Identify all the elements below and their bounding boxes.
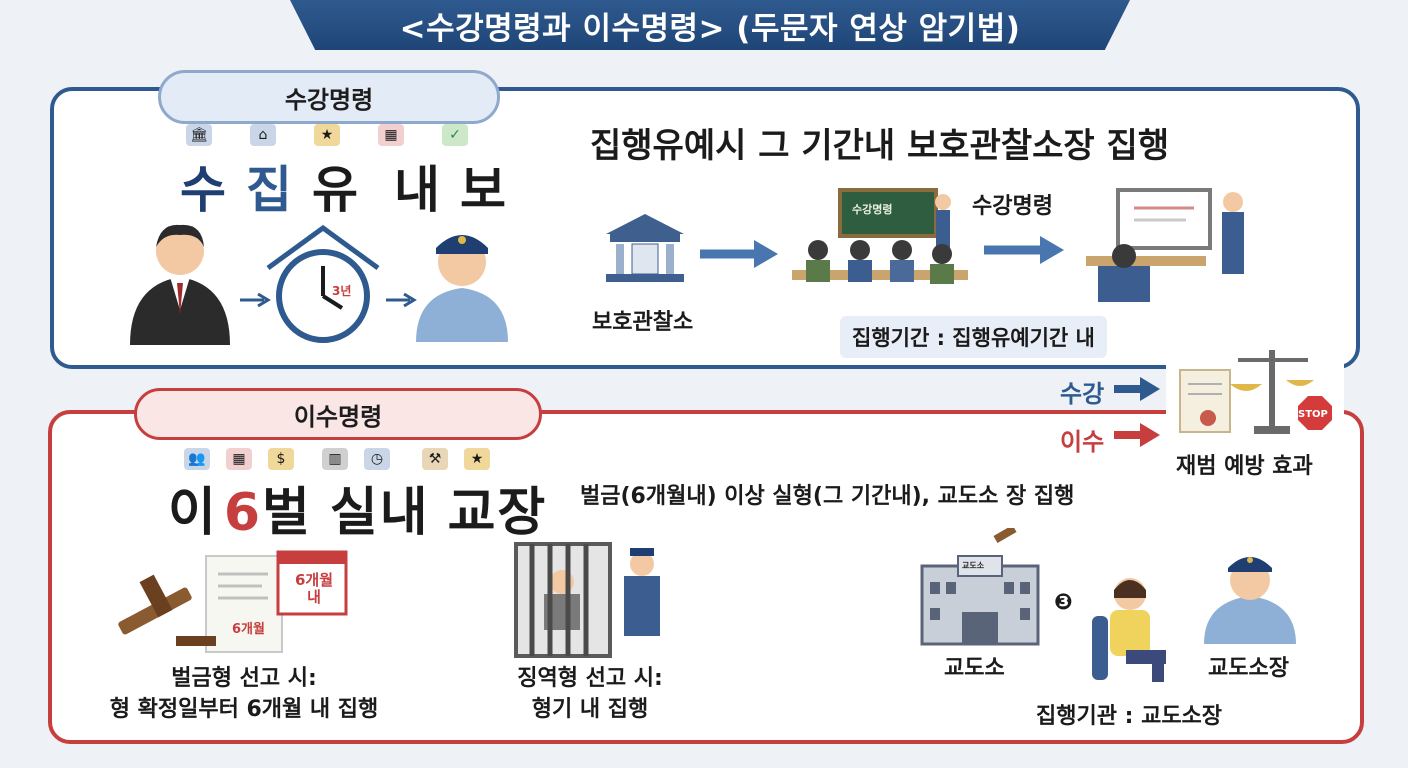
clock-icon — [266, 224, 380, 343]
arrow-icon — [240, 292, 271, 308]
probation-office-icon — [606, 214, 684, 282]
top-icon-row: 🏛 ⌂ ★ ▦ ✓ — [186, 124, 468, 146]
completion-side-label: 이수 — [1060, 428, 1105, 456]
course-period-label: 집행기간 : 집행유예기간 내 — [852, 326, 1095, 350]
mnemonic-char: 보 — [460, 161, 508, 219]
scale-icon — [1179, 350, 1332, 434]
meeting-icon: 👥 — [184, 448, 210, 470]
course-arrow-label: 수강명령 — [972, 194, 1053, 219]
person-illustration — [1092, 578, 1166, 682]
probation-office-label: 보호관찰소 — [592, 310, 694, 335]
house-icon: ⌂ — [250, 124, 276, 146]
officer-illustration — [416, 235, 508, 342]
arrow-icon — [1114, 423, 1160, 447]
classroom-illustration — [792, 188, 968, 284]
board-text: 수강명령 — [852, 203, 893, 216]
completion-order-pill: 이수명령 — [134, 388, 542, 440]
shield-check-icon: ✓ — [442, 124, 468, 146]
course-side-label: 수강 — [1060, 380, 1105, 408]
fine-caption-line: 형 확정일부터 6개월 내 집행 — [109, 696, 379, 722]
counseling-illustration — [1086, 188, 1244, 302]
arrow-icon — [984, 236, 1064, 264]
judge-illustration — [130, 224, 230, 345]
clock-label: 3년 — [332, 284, 352, 298]
mnemonic-char: 내 — [379, 483, 430, 543]
title-banner: <수강명령과 이수명령> (두문자 연상 암기법) — [290, 0, 1130, 50]
calendar-icon: ▦ — [226, 448, 252, 470]
arrow-icon — [700, 240, 778, 268]
bottom-icon-row: 👥 ▦ $ ▥ ◷ ⚒ ★ — [184, 448, 490, 470]
mnemonic-char: 집 — [246, 161, 294, 219]
course-period-box: 집행기간 : 집행유예기간 내 — [840, 316, 1107, 358]
calendar-icon: ▦ — [378, 124, 404, 146]
money-bag-icon: $ — [268, 448, 294, 470]
calendar-text: 6개월 내 — [294, 571, 334, 606]
course-headline: 집행유예시 그 기간내 보호관찰소장 집행 — [590, 126, 1170, 166]
jail-illustration — [514, 542, 660, 658]
badge-icon: ★ — [464, 448, 490, 470]
badge-icon: ★ — [314, 124, 340, 146]
mnemonic-char: 6 — [223, 483, 263, 543]
court-icon: 🏛 — [186, 124, 212, 146]
page-title: <수강명령과 이수명령> (두문자 연상 암기법) — [399, 10, 1021, 47]
clock-icon: ◷ — [364, 448, 390, 470]
prison-caption-line: 징역형 선고 시: — [517, 666, 663, 691]
executing-org-label: 집행기관 : 교도소장 — [1036, 704, 1223, 729]
gavel-icon: ⚒ — [422, 448, 448, 470]
mnemonic-char: 실 — [329, 483, 380, 543]
fine-caption-line: 벌금형 선고 시: — [171, 666, 317, 691]
arrow-icon — [1114, 377, 1160, 401]
mnemonic-char: 내 — [394, 161, 442, 219]
prison-sign-text: 교도소 — [962, 561, 985, 570]
prison-building-icon — [920, 528, 1040, 646]
gavel-document-illustration — [118, 550, 348, 653]
mnemonic-char: 이 — [168, 483, 218, 543]
prison-caption: 징역형 선고 시: 형기 내 집행 — [476, 664, 704, 726]
completion-order-pill-label: 이수명령 — [293, 402, 383, 431]
arrow-icon — [386, 292, 417, 308]
warden-label: 교도소장 — [1208, 656, 1289, 681]
completion-headline: 벌금(6개월내) 이상 실형(그 기간내), 교도소 장 집행 — [580, 484, 1075, 509]
course-order-pill-label: 수강명령 — [284, 85, 374, 114]
effect-label: 재범 예방 효과 — [1176, 454, 1313, 479]
mnemonic-char: 수 — [180, 161, 228, 219]
mnemonic-char: 벌 — [262, 483, 312, 543]
stop-sign-text: STOP — [1298, 409, 1328, 420]
paper-text: 6개월 — [232, 622, 265, 637]
step-marker: ❸ — [1054, 590, 1073, 615]
fine-caption: 벌금형 선고 시: 형 확정일부터 6개월 내 집행 — [96, 664, 392, 726]
warden-illustration — [1204, 557, 1296, 644]
prison-label: 교도소 — [944, 656, 1005, 681]
mnemonic-char: 교 — [447, 483, 498, 543]
mnemonic-char: 유 — [312, 161, 360, 219]
mnemonic-char: 장 — [497, 483, 548, 543]
prison-caption-line: 형기 내 집행 — [531, 696, 649, 722]
jail-icon: ▥ — [322, 448, 348, 470]
course-order-pill: 수강명령 — [158, 70, 500, 124]
